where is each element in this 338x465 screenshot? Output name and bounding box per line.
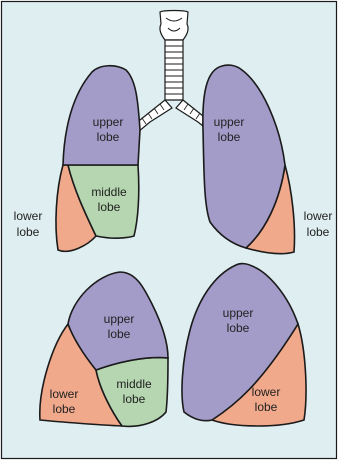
label-front-left-upper-1: upper (214, 115, 245, 129)
label-front-left-lower-1: lower (304, 209, 333, 223)
label-front-right-upper-2: lobe (97, 130, 120, 144)
label-separated-right-upper-2: lobe (108, 327, 131, 341)
label-front-right-upper-1: upper (93, 115, 124, 129)
label-separated-right-lower-2: lobe (53, 402, 76, 416)
label-separated-left-upper-2: lobe (227, 321, 250, 335)
label-front-left-upper-2: lobe (218, 130, 241, 144)
label-separated-left-upper-1: upper (223, 306, 254, 320)
label-front-right-middle-2: lobe (98, 200, 121, 214)
label-front-right-lower-1: lower (14, 209, 43, 223)
label-front-left-lower-2: lobe (307, 225, 330, 239)
larynx (160, 11, 188, 41)
label-separated-right-middle-2: lobe (123, 392, 146, 406)
label-separated-left-lower-2: lobe (255, 400, 278, 414)
label-separated-right-middle-1: middle (116, 377, 152, 391)
label-separated-right-lower-1: lower (50, 387, 79, 401)
label-separated-right-upper-1: upper (104, 312, 135, 326)
label-separated-left-lower-1: lower (252, 385, 281, 399)
label-front-right-lower-2: lobe (17, 225, 40, 239)
label-front-right-middle-1: middle (91, 185, 127, 199)
